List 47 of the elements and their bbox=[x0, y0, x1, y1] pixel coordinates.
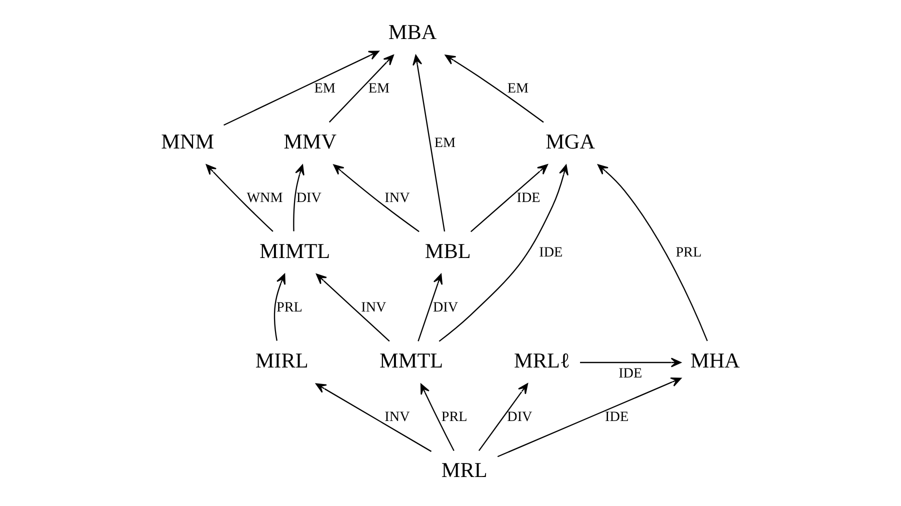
node-text: MRL bbox=[441, 458, 488, 482]
edge-label: DIV bbox=[507, 408, 532, 425]
arrow bbox=[274, 274, 286, 341]
arrow bbox=[420, 384, 454, 452]
edge-label: INV bbox=[384, 408, 410, 425]
node-text: MNM bbox=[161, 130, 214, 154]
node-text: MRLℓ bbox=[514, 348, 570, 373]
arrow bbox=[316, 274, 390, 342]
arrow bbox=[328, 54, 394, 123]
edge-label: INV bbox=[384, 190, 410, 206]
arrow bbox=[580, 358, 682, 368]
edge-label: EM bbox=[368, 80, 390, 96]
arrow bbox=[418, 274, 443, 342]
arrow bbox=[293, 164, 304, 232]
arrow bbox=[438, 164, 568, 342]
node-text: MHA bbox=[690, 348, 740, 373]
edge-label: IDE bbox=[539, 244, 563, 261]
arrow bbox=[333, 164, 420, 232]
arrow bbox=[412, 54, 446, 232]
edge-label: DIV bbox=[296, 190, 322, 206]
arrow bbox=[444, 54, 544, 123]
node-text: MIMTL bbox=[259, 239, 330, 264]
edge-label: PRL bbox=[441, 408, 468, 425]
edge-label: EM bbox=[507, 80, 528, 96]
edge-label: IDE bbox=[516, 190, 540, 206]
node-text: MMV bbox=[284, 130, 337, 154]
edge-label: PRL bbox=[676, 244, 702, 261]
arrow bbox=[224, 50, 380, 126]
arrow bbox=[597, 164, 708, 342]
edge-label: INV bbox=[361, 299, 386, 316]
node-text: MBL bbox=[424, 239, 471, 264]
arrow bbox=[316, 383, 432, 452]
edge-label: WNM bbox=[246, 190, 283, 206]
node-text: MIRL bbox=[255, 348, 308, 373]
edge-label: DIV bbox=[432, 299, 458, 316]
edge-label: EM bbox=[434, 135, 456, 152]
edge-label: IDE bbox=[618, 365, 642, 382]
edge-label: IDE bbox=[605, 408, 629, 425]
arrow bbox=[497, 378, 682, 458]
node-text: MMTL bbox=[380, 348, 444, 373]
edge-label: EM bbox=[314, 80, 336, 96]
node-text: MBA bbox=[388, 20, 437, 44]
arrow bbox=[470, 164, 548, 232]
arrow bbox=[206, 164, 274, 232]
arrow bbox=[478, 383, 528, 452]
edge-label: PRL bbox=[276, 299, 302, 316]
node-text: MGA bbox=[546, 130, 596, 154]
